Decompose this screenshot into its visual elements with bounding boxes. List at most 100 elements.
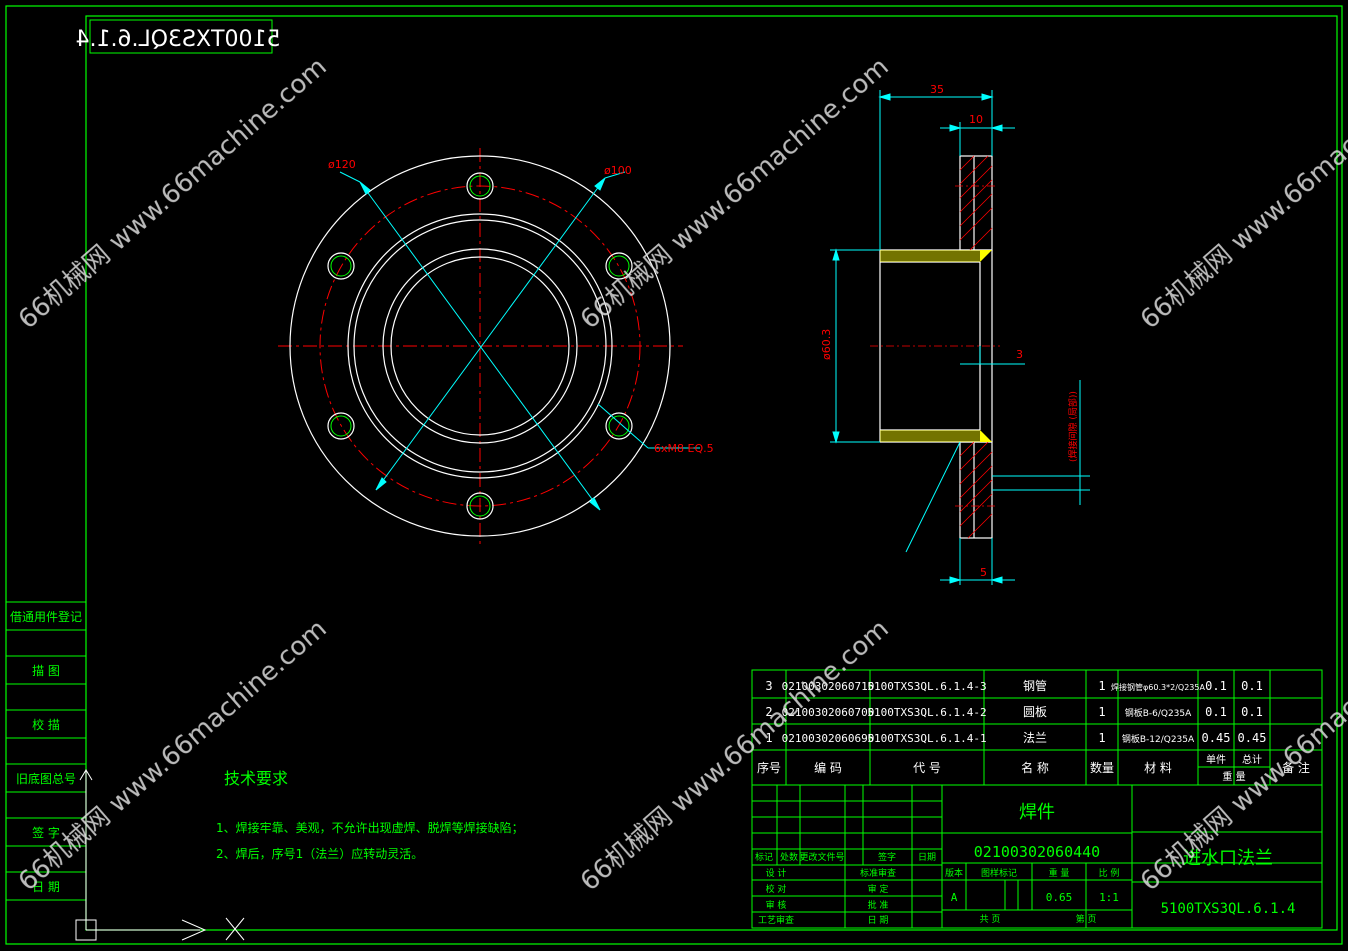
bom-header: 序号 xyxy=(757,760,781,775)
tb-code: 02100302060440 xyxy=(974,843,1100,861)
tech-req-line: 1、焊接牢靠、美观，不允许出现虚焊、脱焊等焊接缺陷； xyxy=(216,820,524,835)
bom-cell: 0.1 xyxy=(1205,705,1227,719)
tb-label: 共 页 xyxy=(980,914,1001,925)
bom-cell: 焊接钢管φ60.3*2/Q235A xyxy=(1111,682,1205,692)
bom-cell: 3 xyxy=(765,679,772,693)
tb-label: 重 量 xyxy=(1049,867,1070,879)
dim-gap: 3 xyxy=(1016,348,1023,361)
bolt-holes xyxy=(327,172,633,520)
tb-label: 更改文件号 xyxy=(799,851,844,863)
watermark: 66机械网 www.66machine.com xyxy=(1135,52,1348,336)
tb-label: 签字 xyxy=(878,851,896,863)
bom-header: 备 注 xyxy=(1282,760,1310,775)
bom-cell: 1 xyxy=(1098,731,1105,745)
tb-label: 处数 xyxy=(780,851,798,863)
bolt-hole xyxy=(605,252,633,280)
tb-type: 焊件 xyxy=(1019,802,1055,823)
bom-cell: 圆板 xyxy=(1023,705,1047,719)
tb-drawing-no: 5100TXS3QL.6.1.4 xyxy=(1161,901,1296,917)
tb-label: 标记 xyxy=(755,851,773,863)
bom-cell: 2 xyxy=(765,705,772,719)
bolt-hole xyxy=(327,412,355,440)
bom-header: 材 料 xyxy=(1144,761,1172,775)
bom-cell: 02100302060710 xyxy=(782,680,875,693)
bom-cell: 5100TXS3QL.6.1.4-1 xyxy=(867,732,986,745)
bolt-hole xyxy=(466,492,494,520)
tb-version: A xyxy=(951,891,958,904)
bom-cell: 02100302060700 xyxy=(782,706,875,719)
dim-bottom: 5 xyxy=(980,566,987,579)
bom-header: 重 量 xyxy=(1222,770,1245,783)
bolt-hole xyxy=(327,252,355,280)
bolt-hole xyxy=(605,412,633,440)
left-row-text: 日 期 xyxy=(32,880,60,894)
left-row-text: 描 图 xyxy=(32,664,60,678)
tb-label: 图样标记 xyxy=(981,867,1017,879)
left-row-text: 旧底图总号 xyxy=(16,771,76,786)
bom-cell: 5100TXS3QL.6.1.4-2 xyxy=(867,706,986,719)
bom-table: 3 02100302060710 5100TXS3QL.6.1.4-3 钢管 1… xyxy=(751,669,1323,786)
bom-cell: 0.45 xyxy=(1238,731,1267,745)
left-row-text: 借通用件登记 xyxy=(10,609,82,624)
bom-header: 总计 xyxy=(1242,753,1262,766)
section-hatch xyxy=(959,155,993,539)
bom-cell: 1 xyxy=(1098,705,1105,719)
pipe-wall-hatch xyxy=(880,250,980,442)
bom-header: 数量 xyxy=(1090,760,1114,775)
bom-cell: 钢板B-12/Q235A xyxy=(1122,733,1195,745)
tb-part-name: 进水口法兰 xyxy=(1183,848,1273,869)
bom-cell: 0.45 xyxy=(1202,731,1231,745)
tech-req-line: 2、焊后，序号1（法兰）应转动灵活。 xyxy=(216,846,423,861)
tb-label: 审 定 xyxy=(868,883,889,895)
tech-req-title: 技术要求 xyxy=(224,769,288,788)
dim-outer-diameter: ø120 xyxy=(328,158,356,171)
bom-cell: 5100TXS3QL.6.1.4-3 xyxy=(867,680,986,693)
tb-label: 版本 xyxy=(945,867,963,879)
bom-cell: 0.1 xyxy=(1241,705,1263,719)
dim-flange-thickness: 10 xyxy=(969,113,983,126)
front-dimensions xyxy=(339,171,700,511)
title-block: 标记 处数 更改文件号 签字 日期 设 计 校 对 审 核 工艺审查 标准审查 … xyxy=(751,784,1323,929)
technical-requirements: 技术要求 1、焊接牢靠、美观，不允许出现虚焊、脱焊等焊接缺陷； 2、焊后，序号1… xyxy=(216,769,524,861)
bom-header: 编 码 xyxy=(814,760,842,775)
bom-cell: 法兰 xyxy=(1023,731,1047,745)
tb-scale: 1:1 xyxy=(1099,891,1119,904)
bom-cell: 1 xyxy=(765,731,772,745)
tb-label: 工艺审查 xyxy=(758,914,794,926)
bom-cell: 0.1 xyxy=(1205,679,1227,693)
bolt-hole xyxy=(466,172,494,200)
tb-label: 第 页 xyxy=(1076,913,1097,925)
dim-hole-callout: 6xM8 EQ.5 xyxy=(654,442,714,455)
bom-cell: 1 xyxy=(1098,679,1105,693)
bom-header: 单件 xyxy=(1206,754,1226,766)
watermark: 66机械网 www.66machine.com xyxy=(575,52,895,336)
section-outline xyxy=(879,155,993,539)
front-circles xyxy=(289,155,671,537)
tb-label: 校 对 xyxy=(766,883,787,895)
dim-width: 35 xyxy=(930,83,944,96)
bom-cell: 钢板B-6/Q235A xyxy=(1125,707,1192,719)
bom-cell: 0.1 xyxy=(1241,679,1263,693)
weld-marks xyxy=(980,250,992,442)
tb-label: 日 期 xyxy=(868,915,889,926)
tb-label: 批 准 xyxy=(868,899,889,911)
tb-label: 日期 xyxy=(918,852,936,863)
dim-pipe-diameter: ø60.3 xyxy=(820,329,833,360)
section-view: 35 10 ø60.3 3 5 (焊接间隙 (局部)) xyxy=(820,83,1090,585)
watermark: 66机械网 www.66machine.com xyxy=(575,614,895,898)
left-row-text: 校 描 xyxy=(32,717,60,732)
bom-header: 名 称 xyxy=(1021,760,1049,775)
dim-gap-note: (焊接间隙 (局部)) xyxy=(1067,391,1079,462)
bom-cell: 02100302060690 xyxy=(782,732,875,745)
code-box-text: 5100TXS3QL.6.1.4 xyxy=(75,27,280,52)
tb-label: 设 计 xyxy=(766,867,787,879)
ucs-icon xyxy=(75,769,245,941)
tb-label: 比 例 xyxy=(1099,867,1120,879)
section-dimensions xyxy=(830,90,1090,585)
code-box: 5100TXS3QL.6.1.4 xyxy=(75,19,281,54)
front-view: ø120 ø100 6xM8 EQ.5 xyxy=(278,148,714,545)
drawing-frame xyxy=(5,5,1343,945)
tb-weight: 0.65 xyxy=(1046,891,1073,904)
left-row-text: 签 字 xyxy=(32,825,60,840)
